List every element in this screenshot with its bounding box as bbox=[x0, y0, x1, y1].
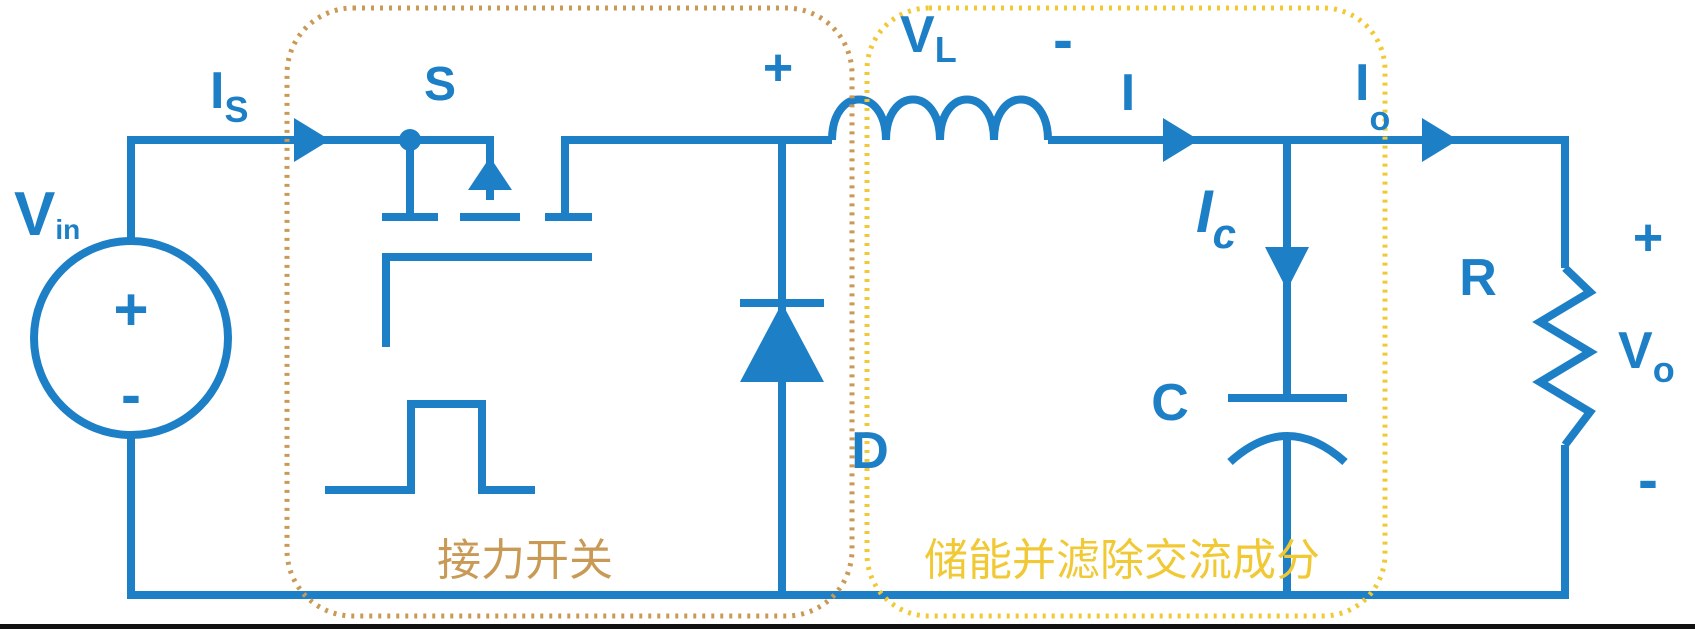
is-current-arrow-icon bbox=[294, 118, 330, 162]
inductor-coil-icon bbox=[828, 95, 1052, 141]
io-current-arrow-icon bbox=[1422, 118, 1458, 162]
gate-drive-line bbox=[382, 253, 592, 347]
vin-label: Vin bbox=[14, 180, 80, 249]
capacitor-curved-plate bbox=[1227, 432, 1348, 465]
resistor-label: R bbox=[1459, 249, 1497, 307]
wire-source-top bbox=[127, 136, 410, 240]
voltage-source-icon bbox=[30, 237, 232, 439]
mosfet-drain-wire bbox=[561, 136, 832, 217]
inductor-wire-right bbox=[1048, 136, 1569, 268]
capacitor-label: C bbox=[1151, 374, 1189, 432]
mosfet-body-wire bbox=[410, 136, 494, 200]
switch-region-box bbox=[284, 5, 855, 619]
vo-label: Vo bbox=[1618, 322, 1675, 390]
io-label: Io bbox=[1355, 54, 1390, 138]
inductor-current-arrow-icon bbox=[1163, 118, 1199, 162]
ic-current-arrow-icon bbox=[1265, 247, 1309, 290]
vl-minus-sign: - bbox=[1053, 6, 1073, 73]
diode-label: D bbox=[851, 422, 889, 480]
vin-plus-sign: + bbox=[113, 276, 148, 343]
is-label: IS bbox=[210, 62, 248, 130]
vo-plus-sign: + bbox=[1633, 209, 1663, 267]
gate-pulse-waveform bbox=[325, 400, 535, 494]
resistor-zigzag-icon bbox=[1532, 265, 1598, 448]
ic-label: Ic bbox=[1196, 178, 1236, 257]
wire-source-bottom bbox=[127, 437, 1569, 599]
vo-minus-sign: - bbox=[1638, 446, 1658, 513]
vl-label: VL bbox=[900, 6, 957, 70]
gate-junction-dot bbox=[399, 129, 421, 151]
vin-minus-sign: - bbox=[121, 361, 141, 428]
switch-label: S bbox=[424, 58, 456, 111]
filter-region-caption: 储能并滤除交流成分 bbox=[924, 535, 1320, 586]
switch-region-caption: 接力开关 bbox=[437, 535, 613, 586]
filter-region-box bbox=[864, 5, 1388, 619]
switch-node-plus-sign: + bbox=[763, 39, 793, 97]
diode-triangle-icon bbox=[740, 303, 824, 382]
body-diode-arrow-icon bbox=[468, 157, 512, 190]
inductor-current-label: I bbox=[1121, 64, 1135, 122]
